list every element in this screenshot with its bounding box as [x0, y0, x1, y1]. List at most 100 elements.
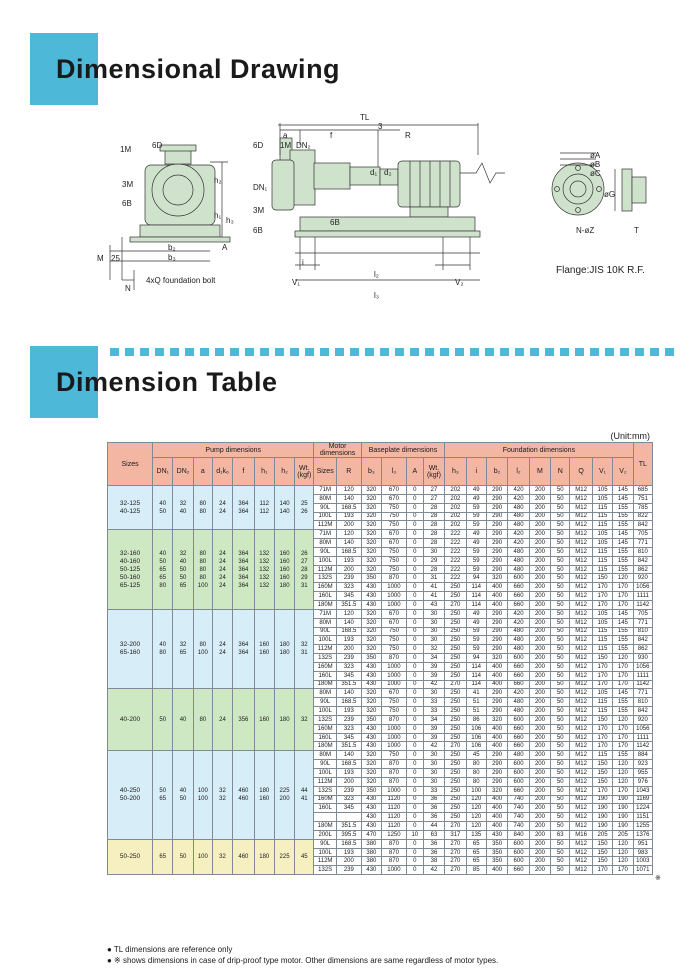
table-cell: 49 [465, 485, 487, 495]
table-cell: 50 [550, 865, 571, 876]
table-cell: 170 [612, 679, 634, 690]
pump-dim-value: 40 [179, 788, 187, 795]
pump-dim-value: 32 [179, 500, 187, 507]
table-cell: 842 [632, 706, 654, 716]
table-cell: 320 [360, 555, 383, 566]
table-cell: 400 [485, 670, 509, 681]
table-cell: 150 [591, 759, 614, 769]
table-cell: 160M [313, 582, 337, 593]
table-cell: M12 [569, 538, 593, 548]
table-cell: M12 [569, 794, 593, 805]
table-cell: 120 [612, 776, 634, 787]
table-cell: 36 [422, 794, 446, 805]
table-cell: 180M [313, 599, 337, 610]
table-cell: 114 [465, 599, 487, 610]
table-cell: 49 [465, 617, 487, 628]
table-cell: 30 [422, 688, 446, 699]
table-cell: 290 [485, 502, 509, 513]
table-cell: 71M [313, 485, 337, 495]
table-cell: 100 [465, 785, 487, 796]
table-cell: 323 [335, 661, 362, 672]
pump-dim-value: 160 [259, 796, 270, 803]
pump-dim-value: 65 [159, 853, 167, 860]
size-label: 50-250 [119, 852, 141, 860]
label-h2: h₂ [214, 176, 222, 185]
label-a-dim: A [222, 243, 228, 252]
table-cell: 320 [360, 759, 383, 769]
table-cell: 351.5 [335, 821, 362, 831]
table-cell: 49 [465, 493, 487, 504]
size-label: 32-125 [119, 499, 141, 507]
table-cell: 120 [335, 608, 362, 619]
pump-dim-value: 50 [179, 853, 187, 860]
table-cell: 250 [444, 750, 467, 761]
table-cell: 350 [360, 573, 383, 584]
table-cell: 120 [612, 759, 634, 769]
table-cell: 200 [528, 856, 552, 867]
table-cell: 0 [405, 821, 424, 831]
table-cell: M12 [569, 546, 593, 557]
table-cell: 155 [612, 520, 634, 531]
table-cell: 320 [485, 653, 509, 663]
table-cell: M12 [569, 838, 593, 849]
table-cell: 193 [335, 635, 362, 646]
dotted-divider [110, 348, 680, 356]
table-cell: 200 [528, 714, 552, 725]
table-cell: 480 [507, 644, 530, 655]
table-cell: 250 [444, 661, 467, 672]
table-cell: 600 [507, 776, 530, 787]
heading-title: Dimensional Drawing [56, 53, 341, 84]
table-cell: 50 [550, 617, 571, 628]
table-cell: 0 [405, 502, 424, 513]
table-cell: 0 [405, 538, 424, 548]
pump-dim-value: 80 [199, 642, 207, 649]
pump-dim-value: 80 [199, 550, 207, 557]
table-cell: 90L [313, 759, 337, 769]
header-pump-col: h₁ [253, 457, 275, 486]
table-cell: 190 [591, 812, 614, 823]
pump-dim-value: 460 [238, 788, 249, 795]
heading-accent-block [30, 33, 98, 105]
table-cell: 120 [612, 838, 634, 849]
table-cell: 920 [632, 714, 654, 725]
table-cell: 27 [422, 493, 446, 504]
pump-dim-value: 460 [238, 853, 249, 860]
table-cell: 59 [465, 555, 487, 566]
pump-dim-value: 132 [259, 574, 270, 581]
table-cell: 36 [422, 847, 446, 858]
table-cell: 951 [632, 838, 654, 849]
section-heading-table: Dimension Table [30, 346, 278, 418]
header-foundation-col: l₂ [507, 457, 530, 486]
table-cell: 168.5 [335, 697, 362, 708]
table-cell: 320 [485, 714, 509, 725]
table-cell: 202 [444, 485, 467, 495]
header-pump-col: Wt.(kgf) [294, 457, 315, 486]
pump-dim-value: 32 [300, 642, 308, 649]
table-cell: 114 [465, 661, 487, 672]
table-cell: 63 [422, 829, 446, 840]
table-cell: 155 [612, 555, 634, 566]
table-cell: 115 [591, 706, 614, 716]
table-cell: 200 [528, 502, 552, 513]
pump-dim-value: 140 [279, 508, 290, 515]
table-cell: 100L [313, 635, 337, 646]
pump-dim-value: 364 [238, 558, 249, 565]
table-cell: 59 [465, 520, 487, 531]
label-d2: d₂ [384, 168, 392, 177]
table-cell: 50 [550, 546, 571, 557]
label-6b-side: 6B [253, 226, 263, 235]
size-label: 40-160 [119, 557, 141, 565]
table-cell: 400 [485, 661, 509, 672]
table-cell: 0 [405, 768, 424, 778]
table-cell: 320 [360, 635, 383, 646]
table-cell: 270 [444, 856, 467, 867]
table-cell: 50 [550, 591, 571, 601]
table-cell: 750 [381, 546, 407, 557]
pump-dim-cell: 50 [172, 838, 194, 876]
table-cell: M12 [569, 865, 593, 876]
